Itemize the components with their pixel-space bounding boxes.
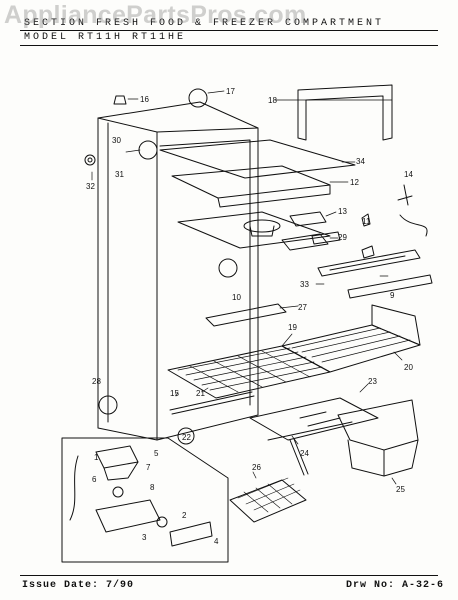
callout-14: 14 (404, 170, 413, 179)
callout-22: 22 (182, 433, 191, 442)
callout-15: 15 (170, 389, 179, 398)
callout-21: 21 (196, 389, 205, 398)
callout-34: 34 (356, 157, 365, 166)
issue-date: Issue Date: 7/90 (22, 580, 135, 591)
callout-25: 25 (396, 485, 405, 494)
callout-12: 12 (350, 178, 359, 187)
crisper-glass (249, 397, 379, 441)
callout-11: 11 (362, 217, 371, 226)
callout-31: 31 (115, 170, 124, 179)
callout-27: 27 (298, 303, 307, 312)
callout-26: 26 (252, 463, 261, 472)
callout-6: 6 (92, 475, 97, 484)
ice-cube-tray (229, 477, 307, 523)
callout-24: 24 (300, 449, 309, 458)
callout-10: 10 (232, 293, 241, 302)
shelf-support (205, 303, 287, 327)
callout-labels: 16 17 18 30 34 31 12 32 14 13 11 29 10 3… (86, 87, 413, 546)
callout-33: 33 (300, 280, 309, 289)
light-switch-detail-inset (61, 437, 229, 563)
callout-28: 28 (92, 377, 101, 386)
callout-13: 13 (338, 207, 347, 216)
drawing-number: Drw No: A-32-6 (345, 580, 444, 591)
header-divider-lower (20, 45, 438, 46)
callout-18: 18 (268, 96, 277, 105)
callout-1: 1 (94, 453, 99, 462)
leader-lines (91, 90, 403, 485)
callout-7: 7 (146, 463, 151, 472)
header-divider (20, 30, 438, 31)
top-bracket (297, 84, 393, 141)
evaporator-assembly (159, 139, 356, 251)
crisper-pan (337, 399, 419, 477)
crisper-cover (281, 304, 421, 373)
section-heading: SECTION FRESH FOOD & FREEZER COMPARTMENT (24, 18, 385, 29)
callout-32: 32 (86, 182, 95, 191)
callout-8: 8 (150, 483, 155, 492)
callout-19: 19 (288, 323, 297, 332)
trim-strips (169, 391, 309, 476)
callout-29: 29 (338, 233, 347, 242)
small-parts (84, 88, 371, 445)
callout-3: 3 (142, 533, 147, 542)
callout-23: 23 (368, 377, 377, 386)
callout-9: 9 (390, 291, 395, 300)
watermark-logo: AppliancePartsPros.com (4, 1, 307, 29)
callout-2: 2 (182, 511, 187, 520)
cabinet-outline (97, 101, 259, 441)
footer-divider (20, 575, 438, 576)
callout-5: 5 (154, 449, 159, 458)
callout-20: 20 (404, 363, 413, 372)
callout-17: 17 (226, 87, 235, 96)
model-heading: MODEL RT11H RT11HE (24, 32, 187, 43)
callout-30: 30 (112, 136, 121, 145)
callout-16: 16 (140, 95, 149, 104)
callout-4: 4 (214, 537, 219, 546)
control-assembly (317, 184, 433, 299)
wire-shelf (167, 345, 331, 399)
